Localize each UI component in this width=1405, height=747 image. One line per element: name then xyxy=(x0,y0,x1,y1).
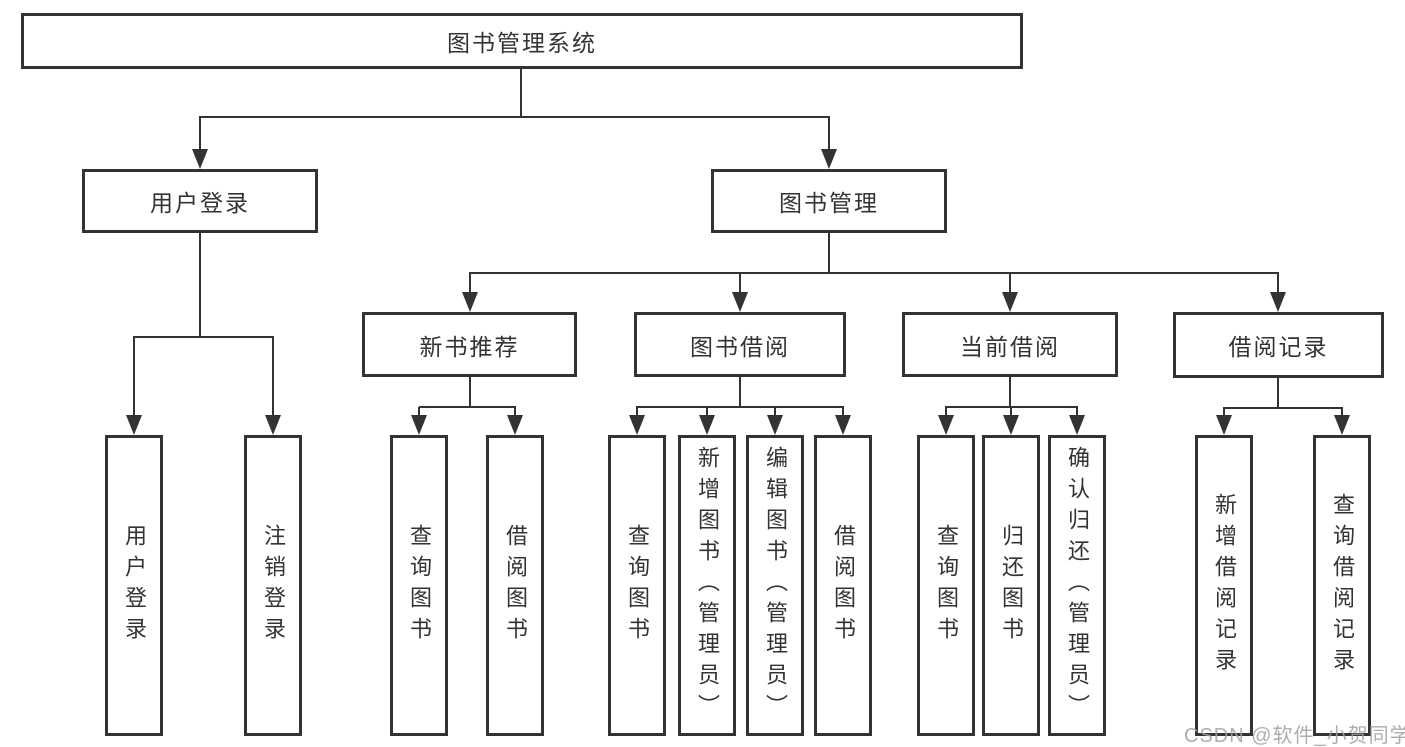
connector-line xyxy=(514,407,516,417)
arrow-down-icon xyxy=(821,149,837,169)
arrow-down-icon xyxy=(767,415,783,435)
connector-line xyxy=(1009,377,1011,407)
leaf-label: 借阅图书 xyxy=(503,523,528,648)
leaf-label: 确认归还（管理员） xyxy=(1065,446,1090,725)
connector-line xyxy=(469,273,471,295)
leaf-label: 新增借阅记录 xyxy=(1212,492,1237,679)
leaf-borrow-books: 借阅图书 xyxy=(814,435,872,736)
connector-line xyxy=(469,377,471,407)
connector-line xyxy=(199,116,830,118)
arrow-down-icon xyxy=(1002,292,1018,312)
node-book-management: 图书管理 xyxy=(711,169,947,233)
arrow-down-icon xyxy=(629,415,645,435)
leaf-edit-books-admin: 编辑图书（管理员） xyxy=(746,435,804,736)
arrow-down-icon xyxy=(1216,415,1232,435)
arrow-down-icon xyxy=(126,415,142,435)
leaf-logout: 注销登录 xyxy=(244,435,302,736)
node-library-management-system: 图书管理系统 xyxy=(21,13,1023,69)
node-label: 当前借阅 xyxy=(960,333,1060,360)
leaf-query-borrow-record: 查询借阅记录 xyxy=(1313,435,1371,736)
arrow-down-icon xyxy=(732,292,748,312)
leaf-query-books-recommend: 查询图书 xyxy=(390,435,448,736)
node-label: 图书管理系统 xyxy=(447,30,597,56)
arrow-down-icon xyxy=(1003,415,1019,435)
leaf-label: 查询图书 xyxy=(407,523,432,648)
arrow-down-icon xyxy=(462,292,478,312)
arrow-down-icon xyxy=(507,415,523,435)
leaf-add-books-admin: 新增图书（管理员） xyxy=(678,435,736,736)
leaf-query-books-current: 查询图书 xyxy=(917,435,975,736)
connector-line xyxy=(133,336,274,338)
connector-line xyxy=(1009,273,1011,295)
connector-line xyxy=(1277,273,1279,295)
arrow-down-icon xyxy=(835,415,851,435)
connector-line xyxy=(774,407,776,417)
leaf-label: 借阅图书 xyxy=(831,523,856,648)
node-label: 用户登录 xyxy=(150,190,250,216)
arrow-down-icon xyxy=(1334,415,1350,435)
connector-line xyxy=(199,117,201,151)
connector-line xyxy=(1341,408,1343,417)
connector-line xyxy=(1010,407,1012,417)
leaf-label: 归还图书 xyxy=(999,523,1024,648)
arrow-down-icon xyxy=(411,415,427,435)
arrow-down-icon xyxy=(699,415,715,435)
leaf-add-borrow-record: 新增借阅记录 xyxy=(1195,435,1253,736)
connector-line xyxy=(828,233,830,273)
connector-line xyxy=(636,406,844,408)
connector-line xyxy=(842,407,844,417)
node-borrowing-records: 借阅记录 xyxy=(1173,312,1384,378)
connector-line xyxy=(1223,408,1225,417)
node-label: 借阅记录 xyxy=(1228,334,1329,360)
node-current-borrowing: 当前借阅 xyxy=(902,312,1118,377)
connector-line xyxy=(520,69,522,117)
connector-line xyxy=(419,406,516,408)
connector-line xyxy=(945,406,1078,408)
connector-line xyxy=(199,233,201,337)
node-book-borrowing: 图书借阅 xyxy=(634,312,846,377)
leaf-label: 用户登录 xyxy=(122,523,147,648)
connector-line xyxy=(418,407,420,417)
connector-line xyxy=(828,117,830,151)
connector-line xyxy=(272,337,274,417)
node-user-login: 用户登录 xyxy=(82,169,318,233)
arrow-down-icon xyxy=(938,415,954,435)
leaf-borrow-books-recommend: 借阅图书 xyxy=(486,435,544,736)
connector-line xyxy=(945,407,947,417)
leaf-label: 注销登录 xyxy=(261,523,286,648)
leaf-label: 查询借阅记录 xyxy=(1330,492,1355,679)
arrow-down-icon xyxy=(1069,415,1085,435)
node-label: 图书借阅 xyxy=(690,333,790,360)
node-label: 新书推荐 xyxy=(419,333,520,360)
leaf-user-login: 用户登录 xyxy=(105,435,163,736)
connector-line xyxy=(1277,378,1279,408)
leaf-label: 查询图书 xyxy=(934,523,959,648)
arrow-down-icon xyxy=(265,415,281,435)
node-label: 图书管理 xyxy=(779,190,879,216)
connector-line xyxy=(739,377,741,407)
leaf-confirm-return-admin: 确认归还（管理员） xyxy=(1048,435,1106,736)
arrow-down-icon xyxy=(192,149,208,169)
connector-line xyxy=(739,273,741,295)
leaf-return-books: 归还图书 xyxy=(982,435,1040,736)
node-new-book-recommendation: 新书推荐 xyxy=(362,312,577,377)
connector-line xyxy=(469,272,1279,274)
connector-line xyxy=(636,407,638,417)
connector-line xyxy=(1223,407,1343,409)
leaf-label: 新增图书（管理员） xyxy=(695,446,720,725)
leaf-label: 编辑图书（管理员） xyxy=(763,446,788,725)
leaf-label: 查询图书 xyxy=(625,523,650,648)
arrow-down-icon xyxy=(1270,292,1286,312)
leaf-query-books: 查询图书 xyxy=(608,435,666,736)
watermark: CSDN @软件_小贺同学 xyxy=(1184,725,1405,747)
connector-line xyxy=(1076,407,1078,417)
connector-line xyxy=(706,407,708,417)
connector-line xyxy=(133,337,135,417)
